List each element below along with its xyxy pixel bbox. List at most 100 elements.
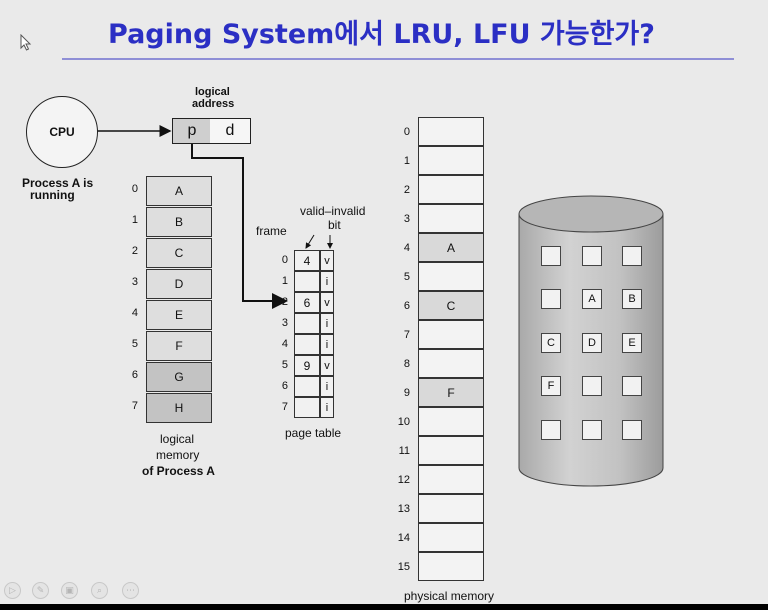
- logical-memory-index: 5: [131, 338, 138, 350]
- page-table-valid-bit: v: [320, 292, 334, 313]
- disk-page-slot: [541, 420, 561, 440]
- physical-memory-frame: [418, 436, 484, 465]
- pen-icon[interactable]: ✎: [32, 582, 49, 599]
- page-table-valid-bit: i: [320, 334, 334, 355]
- physical-memory-frame: [418, 117, 484, 146]
- physical-memory-index: 7: [403, 329, 410, 341]
- physical-memory-frame: C: [418, 291, 484, 320]
- physical-memory-index: 9: [403, 387, 410, 399]
- logical-memory-page: B: [146, 207, 212, 237]
- valid-bit-label-1: valid–invalid: [300, 204, 366, 218]
- screen-bottom-bar: [0, 604, 768, 610]
- page-table-valid-bit: i: [320, 271, 334, 292]
- page-table-frame: [294, 313, 320, 334]
- page-table-index: 1: [281, 275, 288, 287]
- page-table-valid-bit: v: [320, 250, 334, 271]
- page-table-index: 7: [281, 401, 288, 413]
- disk-page-slot: [541, 289, 561, 309]
- disk-page-slot: D: [582, 333, 602, 353]
- logical-memory-index: 2: [131, 245, 138, 257]
- logical-memory-page: C: [146, 238, 212, 268]
- physical-memory-index: 0: [403, 126, 410, 138]
- page-table-valid-bit: i: [320, 397, 334, 418]
- physical-memory-index: 2: [403, 184, 410, 196]
- zoom-icon[interactable]: ⌕: [91, 582, 108, 599]
- physical-memory-frame: [418, 465, 484, 494]
- disk-page-slot: A: [582, 289, 602, 309]
- page-table-valid-bit: i: [320, 313, 334, 334]
- disk-page-slot: [622, 376, 642, 396]
- physical-memory-index: 5: [403, 271, 410, 283]
- logical-memory-page: F: [146, 331, 212, 361]
- disk-page-slot: [622, 420, 642, 440]
- disk-page-slot: [582, 246, 602, 266]
- logical-memory-index: 7: [131, 400, 138, 412]
- page-table-frame: [294, 376, 320, 397]
- page-table-frame: [294, 334, 320, 355]
- page-table-caption: page table: [285, 426, 342, 440]
- title-underline: [62, 58, 734, 60]
- disk-page-slot: C: [541, 333, 561, 353]
- disk-page-slot: [622, 246, 642, 266]
- page-table-frame: [294, 271, 320, 292]
- physical-memory-frame: [418, 204, 484, 233]
- page-table-valid-bit: i: [320, 376, 334, 397]
- physical-memory-frame: [418, 262, 484, 291]
- page-table-frame: 6: [294, 292, 320, 313]
- physical-memory-frame: [418, 523, 484, 552]
- offset-field: d: [210, 118, 251, 144]
- physical-memory-frame: [418, 407, 484, 436]
- logical-address-label-1: logical: [195, 86, 230, 98]
- physical-memory-frame: [418, 175, 484, 204]
- valid-bit-label-2: bit: [328, 218, 341, 232]
- frame-column-label: frame: [256, 224, 287, 238]
- physical-memory-frame: F: [418, 378, 484, 407]
- disk-page-slot: F: [541, 376, 561, 396]
- physical-memory-frame: [418, 349, 484, 378]
- page-table-index: 5: [281, 359, 288, 371]
- disk-page-slot: [582, 376, 602, 396]
- page-number-field: p: [172, 118, 212, 144]
- page-table-frame: [294, 397, 320, 418]
- physical-memory-frame: [418, 320, 484, 349]
- slide-title: Paging System에서 LRU, LFU 가능한가?: [108, 19, 655, 50]
- logical-memory-index: 0: [131, 183, 138, 195]
- physical-memory-index: 10: [397, 416, 410, 428]
- logical-memory-page: A: [146, 176, 212, 206]
- disk-page-slot: B: [622, 289, 642, 309]
- physical-memory-index: 4: [403, 242, 410, 254]
- physical-memory-index: 13: [397, 503, 410, 515]
- physical-memory-frame: [418, 494, 484, 523]
- page-table-index: 2: [281, 296, 288, 308]
- logical-memory-page: E: [146, 300, 212, 330]
- logical-memory-page: D: [146, 269, 212, 299]
- physical-memory-frame: [418, 552, 484, 581]
- more-icon[interactable]: ⋯: [122, 582, 139, 599]
- page-table-index: 3: [281, 317, 288, 329]
- logical-memory-index: 3: [131, 276, 138, 288]
- mouse-cursor-icon: [20, 34, 32, 51]
- physical-memory-index: 8: [403, 358, 410, 370]
- logical-memory-caption-2: memory: [156, 448, 200, 462]
- logical-memory-page: G: [146, 362, 212, 392]
- page-table-index: 4: [281, 338, 288, 350]
- physical-memory-index: 3: [403, 213, 410, 225]
- play-icon[interactable]: ▷: [4, 582, 21, 599]
- disk-page-slot: [541, 246, 561, 266]
- logical-memory-caption-3: of Process A: [142, 464, 215, 478]
- physical-memory-index: 14: [397, 532, 410, 544]
- cpu-node: CPU: [26, 96, 98, 168]
- physical-memory-index: 11: [398, 445, 410, 457]
- physical-memory-frame: A: [418, 233, 484, 262]
- logical-memory-index: 6: [131, 369, 138, 381]
- process-status-line-1: Process A is: [22, 176, 94, 190]
- physical-memory-index: 1: [403, 155, 410, 167]
- physical-memory-index: 15: [397, 561, 410, 573]
- page-table-index: 0: [281, 254, 288, 266]
- process-status-line-2: running: [30, 188, 75, 202]
- slides-icon[interactable]: ▣: [61, 582, 78, 599]
- disk-page-slot: [582, 420, 602, 440]
- physical-memory-index: 6: [403, 300, 410, 312]
